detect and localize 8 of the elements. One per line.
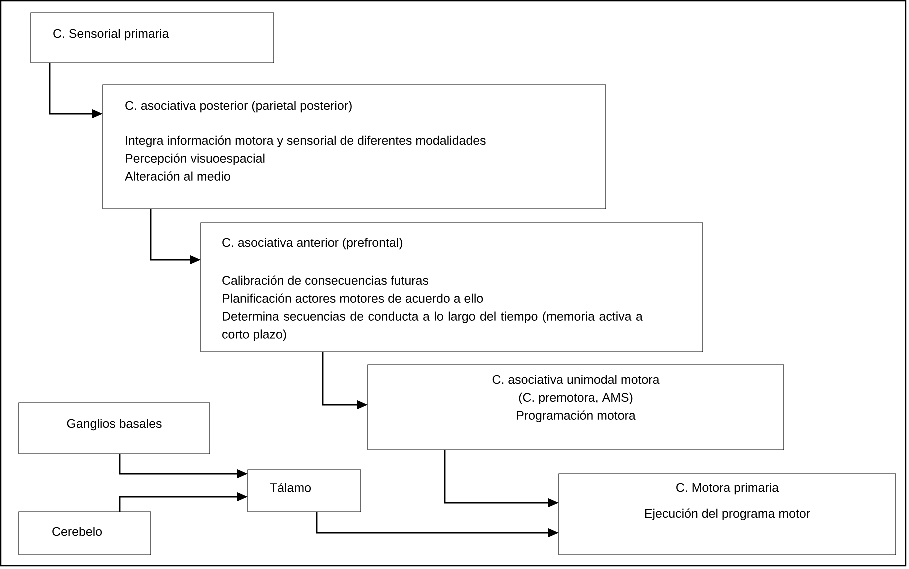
area-box: Tálamo	[248, 470, 362, 512]
area-box: Cerebelo	[18, 512, 152, 556]
area-box: C. asociativa posterior (parietal posterior) Integra información motora y sensorial de diferentes modalidades Percepción visuoespacial Alteración al medio	[102, 84, 606, 210]
area-box: C. asociativa unimodal motora (C. premotora, AMS) Programación motora	[368, 364, 784, 450]
area-box: C. asociativa anterior (prefrontal) Calibración de consecuencias futuras Planificación actores motores de acuerdo a ello Determina secuencias de conducta a lo largo del tiempo (memoria activa a corto plazo)	[200, 222, 704, 352]
area-box: C. Motora primaria Ejecución del programa motor	[558, 474, 896, 556]
area-box: C. Sensorial primaria	[30, 12, 274, 64]
area-box: Ganglios basales	[18, 402, 210, 454]
